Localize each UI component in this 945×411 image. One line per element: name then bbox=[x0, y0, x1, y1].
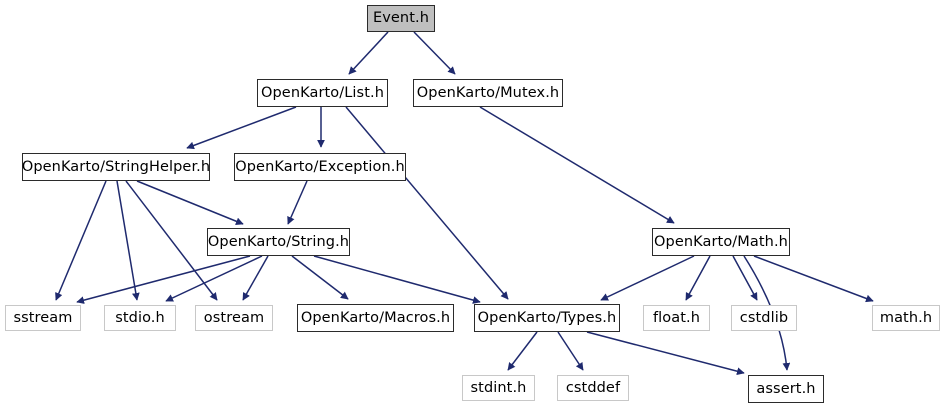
edge-string-to-macros bbox=[291, 255, 349, 300]
graph-node-label: OpenKarto/List.h bbox=[260, 84, 385, 101]
graph-node-label: OpenKarto/StringHelper.h bbox=[21, 158, 211, 175]
edge-types-to-assert bbox=[586, 331, 745, 375]
graph-node-macros[interactable]: OpenKarto/Macros.h bbox=[297, 304, 454, 332]
edge-stringhelper-to-ostream bbox=[125, 180, 218, 301]
graph-node-stringhelper[interactable]: OpenKarto/StringHelper.h bbox=[22, 153, 210, 181]
graph-node-mutex[interactable]: OpenKarto/Mutex.h bbox=[413, 79, 563, 107]
edge-string-to-sstream bbox=[76, 255, 251, 304]
edge-types-to-cstddef bbox=[557, 331, 584, 371]
graph-node-label: float.h bbox=[652, 309, 701, 326]
graph-node-label: assert.h bbox=[756, 380, 816, 397]
edge-string-to-ostream bbox=[242, 255, 269, 301]
edge-math-to-cstdlib bbox=[732, 255, 758, 301]
edge-stringhelper-to-string bbox=[136, 180, 244, 225]
graph-node-stdint[interactable]: stdint.h bbox=[462, 375, 535, 401]
edge-string-to-types bbox=[313, 255, 481, 304]
edge-math-to-mathh bbox=[753, 255, 874, 303]
edge-types-to-stdint bbox=[507, 331, 538, 371]
graph-node-list[interactable]: OpenKarto/List.h bbox=[257, 79, 388, 107]
edge-list-to-stringhelper bbox=[186, 106, 297, 150]
graph-node-label: sstream bbox=[13, 309, 73, 326]
graph-node-label: OpenKarto/Math.h bbox=[654, 233, 788, 250]
graph-node-stdio[interactable]: stdio.h bbox=[104, 305, 176, 331]
graph-node-label: OpenKarto/String.h bbox=[207, 233, 350, 250]
edges-group bbox=[55, 31, 874, 375]
graph-node-exception[interactable]: OpenKarto/Exception.h bbox=[234, 153, 406, 181]
graph-node-label: ostream bbox=[203, 309, 265, 326]
edge-math-to-float bbox=[685, 255, 711, 301]
graph-node-event[interactable]: Event.h bbox=[367, 5, 435, 32]
graph-node-label: math.h bbox=[879, 309, 933, 326]
graph-node-label: stdint.h bbox=[470, 379, 527, 396]
graph-node-mathh[interactable]: math.h bbox=[872, 305, 940, 331]
graph-node-math[interactable]: OpenKarto/Math.h bbox=[652, 228, 790, 256]
graph-node-label: Event.h bbox=[372, 10, 430, 27]
edge-exception-to-string bbox=[287, 180, 308, 225]
edge-event-to-mutex bbox=[413, 31, 456, 75]
graph-node-label: OpenKarto/Macros.h bbox=[300, 309, 451, 326]
graph-node-sstream[interactable]: sstream bbox=[5, 305, 81, 331]
graph-node-cstdlib[interactable]: cstdlib bbox=[731, 305, 797, 331]
graph-node-label: OpenKarto/Exception.h bbox=[235, 158, 405, 175]
edge-stringhelper-to-sstream bbox=[55, 180, 107, 301]
graph-node-label: OpenKarto/Mutex.h bbox=[416, 84, 560, 101]
graph-node-label: cstddef bbox=[565, 379, 621, 396]
graph-node-string[interactable]: OpenKarto/String.h bbox=[207, 228, 350, 256]
edge-string-to-stdio bbox=[165, 255, 263, 302]
graph-node-label: stdio.h bbox=[115, 309, 165, 326]
edge-math-to-types bbox=[600, 255, 695, 301]
graph-node-assert[interactable]: assert.h bbox=[748, 375, 824, 403]
edge-event-to-list bbox=[348, 31, 389, 75]
graph-node-ostream[interactable]: ostream bbox=[195, 305, 273, 331]
edge-mutex-to-math bbox=[479, 106, 675, 224]
graph-node-label: OpenKarto/Types.h bbox=[477, 309, 617, 326]
graph-node-label: cstdlib bbox=[739, 309, 789, 326]
graph-node-float[interactable]: float.h bbox=[643, 305, 710, 331]
edge-stringhelper-to-stdio bbox=[116, 180, 140, 301]
edge-list-to-types bbox=[345, 106, 509, 300]
graph-node-types[interactable]: OpenKarto/Types.h bbox=[474, 304, 620, 332]
graph-node-cstddef[interactable]: cstddef bbox=[557, 375, 629, 401]
